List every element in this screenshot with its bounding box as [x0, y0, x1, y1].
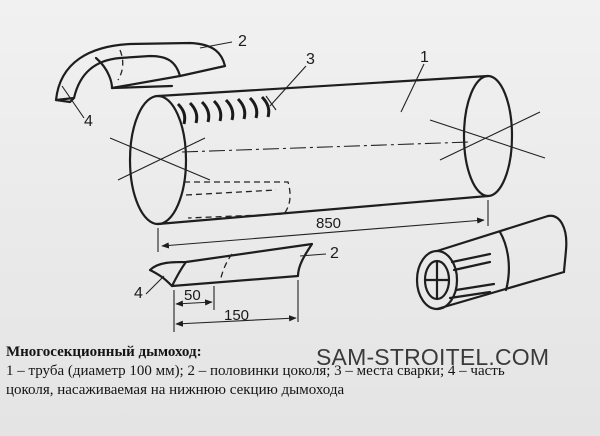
caption: Многосекционный дымоход: 1 – труба (диам… [6, 343, 596, 400]
dimension-pipe-length [157, 200, 489, 252]
callout-4-bottom: 4 [134, 285, 143, 302]
caption-body: 1 – труба (диаметр 100 мм); 2 – половинк… [6, 363, 505, 398]
callout-2-top: 2 [238, 33, 247, 50]
dimension-150: 150 [224, 307, 249, 324]
slotted-pipe-end [415, 214, 568, 311]
bottom-half-plinth [145, 242, 327, 332]
top-half-plinth [54, 41, 233, 119]
dimension-850: 850 [316, 215, 341, 232]
dimension-50: 50 [184, 287, 201, 304]
caption-title: Многосекционный дымоход: [6, 344, 202, 360]
pipe [109, 63, 546, 226]
callout-1: 1 [420, 49, 429, 66]
watermark: SAM-STROITEL.COM [316, 344, 550, 370]
callout-2-bottom: 2 [330, 245, 339, 262]
callout-4-top: 4 [84, 113, 93, 130]
welding-seams [176, 65, 307, 125]
callout-3: 3 [306, 51, 315, 68]
